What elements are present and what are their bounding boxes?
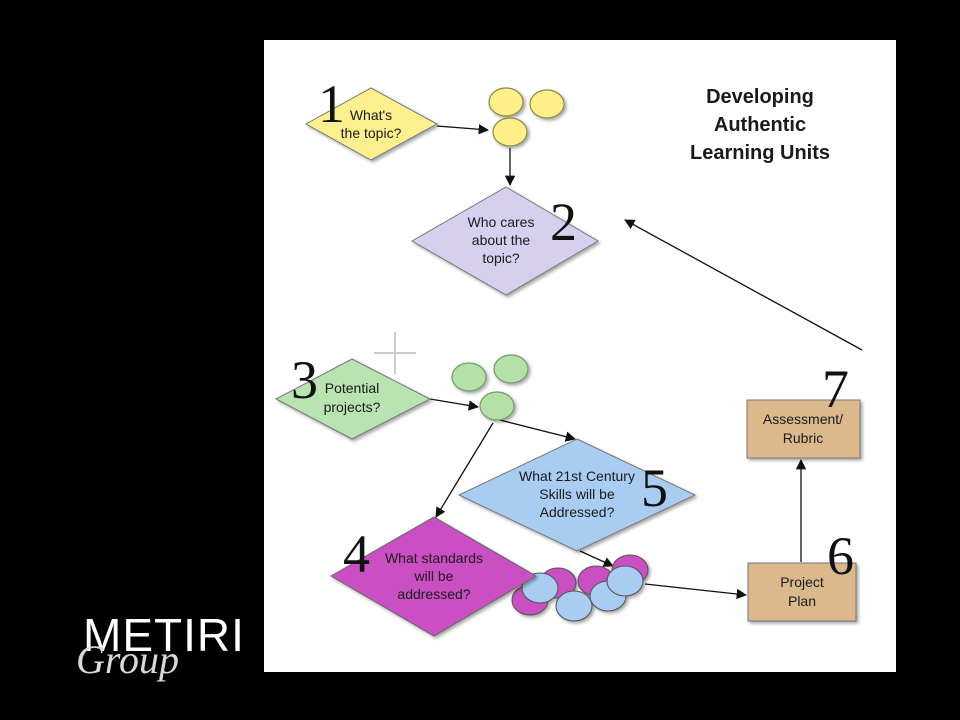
step-4-standards: 4 What standards will be addressed?	[330, 516, 537, 637]
step-1-what-topic: 1 What's the topic?	[304, 74, 439, 161]
metiri-group-logo: METIRI Group	[76, 609, 245, 682]
step-7-assessment-rubric: 7 Assessment/ Rubric	[746, 359, 861, 459]
logo-name: METIRI	[83, 609, 245, 661]
step-2-label-line-1: Who cares	[468, 214, 535, 230]
step-1-diamond	[304, 87, 439, 161]
step-5-label-line-3: Addressed?	[540, 504, 615, 520]
step-1-label-line-1: What's	[350, 107, 392, 123]
step-5-label-line-2: Skills will be	[539, 486, 615, 502]
step-7-label-line-1: Assessment/	[763, 411, 843, 427]
step-6-box	[747, 562, 857, 622]
step-6-number: 6	[827, 526, 854, 586]
step-5-21st-century-skills: 5 What 21st Century Skills will be Addre…	[457, 438, 697, 552]
step-2-diamond	[410, 186, 599, 296]
step-4-label-line-1: What standards	[385, 550, 483, 566]
idea-circle	[492, 117, 528, 147]
step-4-number: 4	[343, 524, 370, 584]
step-4-label-line-2: will be	[414, 568, 454, 584]
arrow-projects-to-ideas	[429, 398, 480, 411]
title-line-3: Learning Units	[690, 142, 830, 164]
step-1-number: 1	[318, 74, 345, 134]
step-1-label-line-2: the topic?	[341, 125, 402, 141]
step-3-label-line-1: Potential	[325, 380, 379, 396]
step-6-label-line-1: Project	[780, 574, 824, 590]
step-7-label-line-2: Rubric	[783, 430, 823, 446]
arrow-ideas-to-standards	[435, 422, 494, 518]
step-5-number: 5	[641, 458, 668, 518]
plus-marker-icon	[374, 332, 416, 374]
step-7-box	[746, 399, 861, 459]
idea-circle	[479, 391, 515, 421]
skill-circle	[606, 565, 644, 597]
title-line-2: Authentic	[714, 114, 806, 136]
step-2-label-line-3: topic?	[482, 250, 520, 266]
arrow-rubric-back-to-who-cares	[624, 219, 863, 351]
arrow-ideas-to-21st-century	[499, 419, 577, 442]
arrow-21st-century-to-cluster	[579, 550, 614, 567]
idea-circle	[488, 87, 524, 117]
topic-ideas-circles	[488, 87, 565, 147]
logo-sub: Group	[76, 637, 179, 682]
step-3-number: 3	[291, 350, 318, 410]
step-6-project-plan: 6 Project Plan	[747, 526, 857, 622]
step-3-diamond	[274, 358, 432, 440]
idea-circle	[493, 354, 529, 384]
step-3-potential-projects: 3 Potential projects?	[274, 350, 432, 440]
diagram-title: Developing Authentic Learning Units	[690, 86, 830, 164]
idea-circle	[529, 89, 565, 119]
standards-skills-cluster	[511, 554, 649, 622]
title-line-1: Developing	[706, 86, 814, 108]
step-2-number: 2	[550, 192, 577, 252]
step-5-diamond	[457, 438, 697, 552]
step-6-label-line-2: Plan	[788, 593, 816, 609]
step-5-label-line-1: What 21st Century	[519, 468, 635, 484]
arrow-cluster-to-project-plan	[644, 583, 748, 600]
project-ideas-circles	[451, 354, 529, 421]
step-7-number: 7	[822, 359, 849, 419]
skill-circle	[521, 572, 559, 604]
step-2-label-line-2: about the	[472, 232, 531, 248]
connectors	[429, 124, 863, 600]
step-3-label-line-2: projects?	[324, 399, 381, 415]
skill-circle	[555, 590, 593, 622]
step-4-label-line-3: addressed?	[397, 586, 470, 602]
step-2-who-cares: 2 Who cares about the topic?	[410, 186, 599, 296]
idea-circle	[451, 362, 487, 392]
arrow-topic-to-ideas	[436, 124, 490, 135]
step-4-diamond	[330, 516, 537, 637]
